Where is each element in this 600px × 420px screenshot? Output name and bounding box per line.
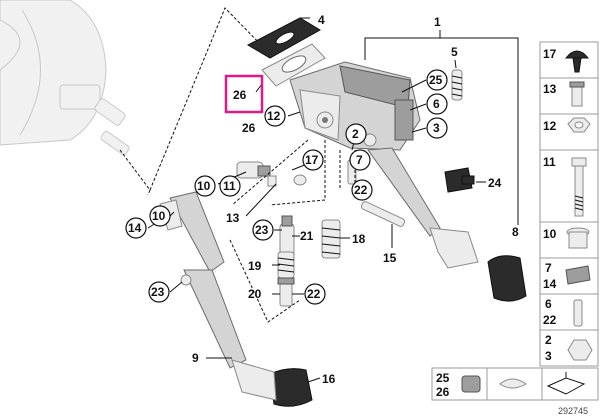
bottom-cells: 25 26 xyxy=(431,367,599,401)
callout-16: 16 xyxy=(322,372,336,386)
callout-9: 9 xyxy=(192,351,199,365)
legend-12: 12 xyxy=(543,119,557,133)
brake-pedal-arm xyxy=(367,147,479,269)
dashed-leader xyxy=(269,140,326,206)
legend-11: 11 xyxy=(543,155,556,169)
callout-22-lower: 22 xyxy=(307,287,321,301)
highlight-box-26 xyxy=(224,74,264,114)
legend-13: 13 xyxy=(543,82,557,96)
circled-callouts: 25 6 3 12 2 7 17 22 10 11 10 14 23 23 22 xyxy=(125,69,448,305)
bolt-13 xyxy=(267,174,307,187)
callout-12: 12 xyxy=(267,109,281,123)
callout-1: 1 xyxy=(434,15,441,29)
callout-6: 6 xyxy=(433,97,440,111)
callout-24: 24 xyxy=(488,176,502,190)
dashed-leader xyxy=(231,139,309,206)
bottom-25: 25 xyxy=(436,371,450,385)
spring-19 xyxy=(277,251,295,279)
pin-20 xyxy=(277,277,295,307)
highlighted-callout-label: 26 xyxy=(233,88,247,102)
spring-15 xyxy=(360,201,406,227)
callout-10-lower: 10 xyxy=(152,209,166,223)
callout-14: 14 xyxy=(128,221,142,235)
clutch-pad xyxy=(269,368,313,407)
spring-5 xyxy=(451,69,463,101)
dashed-leader xyxy=(147,189,151,196)
callout-17: 17 xyxy=(305,153,319,167)
legend-6: 6 xyxy=(545,297,552,311)
callout-20: 20 xyxy=(248,287,262,301)
callout-7: 7 xyxy=(356,153,363,167)
legend-14: 14 xyxy=(543,277,557,291)
brake-booster xyxy=(0,0,130,156)
spring-18 xyxy=(321,219,341,259)
callout-4: 4 xyxy=(318,13,325,27)
bushing-17 xyxy=(236,161,271,179)
dashed-leader xyxy=(119,7,269,192)
callout-5: 5 xyxy=(451,45,458,59)
legend-2: 2 xyxy=(545,333,552,347)
plain-callouts: 1 4 5 8 9 13 15 16 18 19 20 21 24 26 xyxy=(192,13,519,386)
legend-7: 7 xyxy=(545,261,552,275)
callout-19: 19 xyxy=(248,259,262,273)
callout-18: 18 xyxy=(352,232,366,246)
gasket-4 xyxy=(246,17,321,59)
callout-13: 13 xyxy=(226,211,240,225)
callout-8: 8 xyxy=(512,225,519,239)
callout-21: 21 xyxy=(300,229,314,243)
callout-3: 3 xyxy=(433,121,440,135)
brake-pad xyxy=(487,255,527,302)
legend-22: 22 xyxy=(543,313,557,327)
callout-25: 25 xyxy=(429,73,443,87)
legend-10: 10 xyxy=(543,227,557,241)
spring-21 xyxy=(279,215,295,257)
callout-2: 2 xyxy=(352,127,359,141)
seal-26 xyxy=(261,43,326,87)
switch-24 xyxy=(444,167,475,193)
legend-column: 17 13 12 11 10 7 14 6 22 2 3 xyxy=(539,41,599,367)
callout-26: 26 xyxy=(242,121,256,135)
callout-11: 11 xyxy=(223,179,236,193)
callout-23-lower: 23 xyxy=(151,285,165,299)
callout-23-upper: 23 xyxy=(255,223,269,237)
reference-number: 292745 xyxy=(558,406,588,416)
callout-10-upper: 10 xyxy=(197,179,211,193)
callout-15: 15 xyxy=(383,251,397,265)
pedal-bracket xyxy=(289,61,421,151)
dashed-leader xyxy=(229,239,301,323)
callout-22-upper: 22 xyxy=(354,183,368,197)
bottom-26: 26 xyxy=(436,385,450,399)
legend-3: 3 xyxy=(545,349,552,363)
legend-17: 17 xyxy=(543,47,557,61)
